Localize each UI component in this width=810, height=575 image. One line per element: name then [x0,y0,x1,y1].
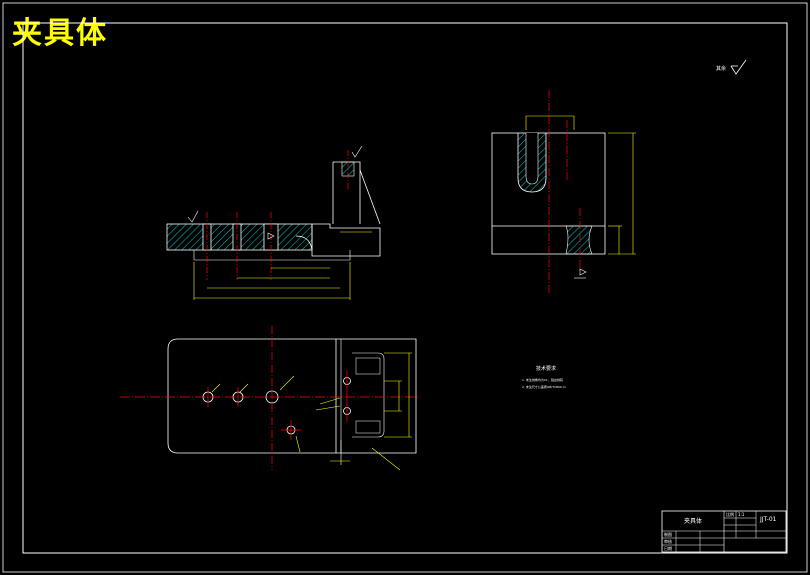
tb-row-3: 日期 [664,545,672,551]
tech-req-heading: 技术要求 [536,365,556,372]
inner-frame [22,22,788,554]
title-block: 夹具体 比例 1:1 JJT-01 制图 审核 日期 [661,510,787,553]
drawing-title: 夹具体 [12,16,108,51]
tb-drawing-no: JJT-01 [759,516,777,523]
tech-req-line-2: 2. 未注尺寸公差按GB/T1804-m [522,384,566,389]
tb-scale-value: 1:1 [738,512,745,517]
roughness-symbol: 其余 [716,59,747,75]
tb-row-2: 审核 [664,538,672,544]
roughness-note: 其余 [716,65,726,72]
tech-requirements: 技术要求 1. 未注倒角均为C1，锐边倒钝 2. 未注尺寸公差按GB/T1804… [522,365,566,389]
tb-scale-label: 比例 [726,511,734,517]
front-section-view [166,145,381,300]
tb-row-1: 制图 [664,531,672,537]
tb-part-name: 夹具体 [684,517,702,525]
tech-req-line-1: 1. 未注倒角均为C1，锐边倒钝 [522,377,563,382]
side-view [491,90,636,295]
top-view [120,326,420,471]
